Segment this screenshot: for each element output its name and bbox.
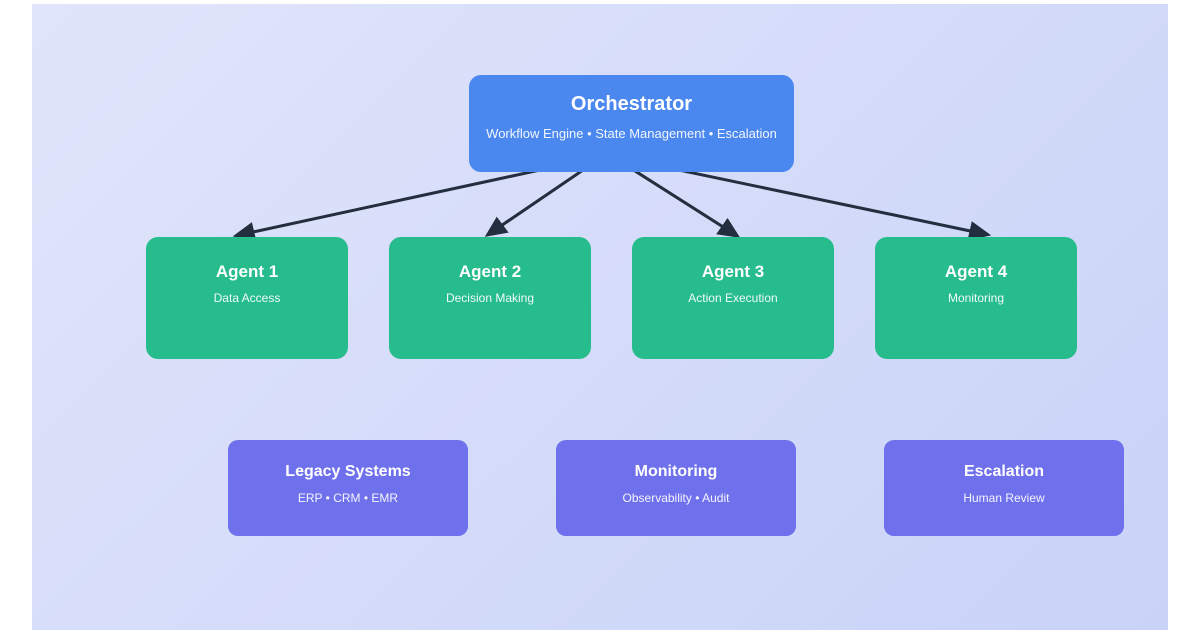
agent-title: Agent 3 [632, 261, 834, 282]
node-monitoring: Monitoring Observability • Audit [556, 440, 796, 536]
node-orchestrator: Orchestrator Workflow Engine • State Man… [469, 75, 794, 172]
arrow-orchestrator-agent4 [674, 169, 987, 234]
agent-title: Agent 2 [389, 261, 591, 282]
agent-title: Agent 1 [146, 261, 348, 282]
agent-subtitle: Data Access [146, 291, 348, 306]
arrow-orchestrator-agent2 [488, 169, 584, 234]
node-legacy-systems: Legacy Systems ERP • CRM • EMR [228, 440, 468, 536]
orchestrator-title: Orchestrator [469, 92, 794, 116]
system-subtitle: Observability • Audit [556, 491, 796, 506]
system-title: Legacy Systems [228, 462, 468, 482]
diagram-canvas: Orchestrator Workflow Engine • State Man… [32, 4, 1168, 630]
system-subtitle: Human Review [884, 491, 1124, 506]
arrow-orchestrator-agent1 [237, 169, 544, 235]
node-agent-2: Agent 2 Decision Making [389, 237, 591, 359]
node-agent-3: Agent 3 Action Execution [632, 237, 834, 359]
system-title: Monitoring [556, 462, 796, 482]
agent-subtitle: Decision Making [389, 291, 591, 306]
arrow-orchestrator-agent3 [632, 169, 737, 235]
agent-subtitle: Action Execution [632, 291, 834, 306]
agent-subtitle: Monitoring [875, 291, 1077, 306]
orchestrator-subtitle: Workflow Engine • State Management • Esc… [469, 126, 794, 142]
node-escalation: Escalation Human Review [884, 440, 1124, 536]
node-agent-1: Agent 1 Data Access [146, 237, 348, 359]
system-subtitle: ERP • CRM • EMR [228, 491, 468, 506]
node-agent-4: Agent 4 Monitoring [875, 237, 1077, 359]
system-title: Escalation [884, 462, 1124, 482]
agent-title: Agent 4 [875, 261, 1077, 282]
